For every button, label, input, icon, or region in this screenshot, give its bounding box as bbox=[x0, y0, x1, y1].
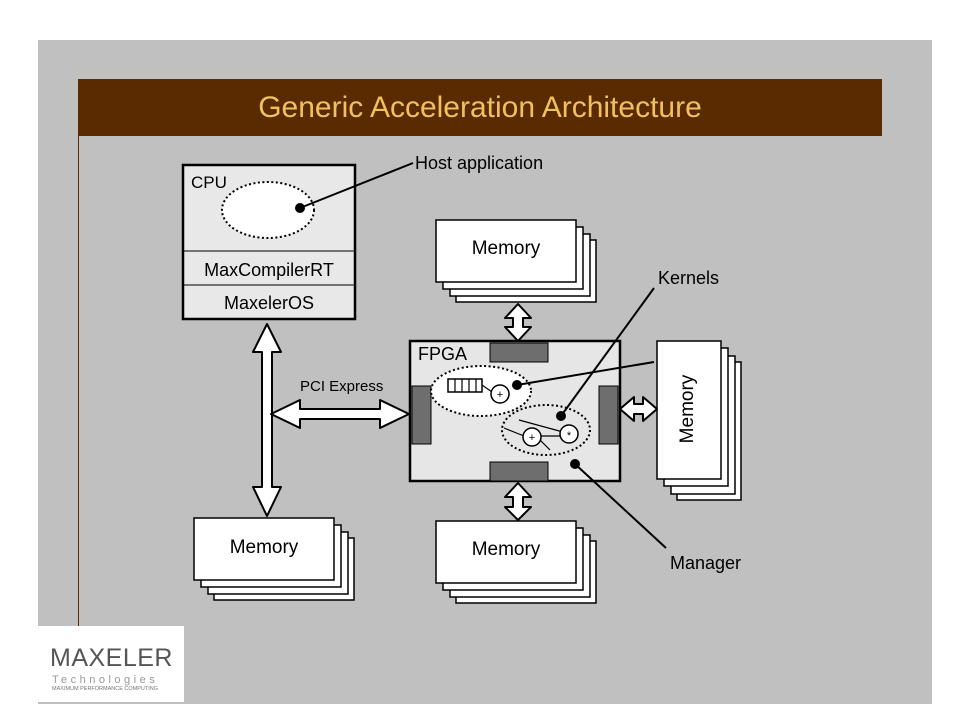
host-application-pointer bbox=[299, 162, 414, 209]
manager-pointer bbox=[574, 463, 667, 549]
fpga-bottom-memory-arrow bbox=[504, 482, 532, 521]
kernels-pointer-2 bbox=[560, 287, 655, 417]
slide-title: Generic Acceleration Architecture bbox=[258, 91, 702, 124]
host-application-label: Host application bbox=[415, 153, 543, 173]
fpga-top-memory-arrow bbox=[504, 303, 532, 342]
fpga-port-top bbox=[489, 342, 549, 363]
pci-express-arrow bbox=[270, 399, 410, 429]
adder-node-2-label: + bbox=[529, 432, 535, 444]
logo-name: MAXELER bbox=[50, 644, 173, 672]
memory-stack-top: Memory bbox=[435, 219, 597, 303]
logo-subtitle: Technologies bbox=[52, 674, 159, 686]
left-divider-line bbox=[78, 136, 79, 626]
kernel-1: + bbox=[430, 365, 532, 417]
cpu-label: CPU bbox=[191, 173, 227, 192]
maxeleros-label: MaxelerOS bbox=[224, 293, 314, 313]
memory-bottom-label: Memory bbox=[472, 539, 541, 560]
cpu-memory-arrow bbox=[252, 323, 282, 517]
kernel-buffer-icon bbox=[447, 378, 483, 393]
memory-stack-bottom: Memory bbox=[435, 520, 597, 604]
host-application-ellipse bbox=[221, 181, 315, 239]
fpga-port-right bbox=[598, 385, 619, 445]
title-bar: Generic Acceleration Architecture bbox=[78, 79, 882, 136]
memory-top-label: Memory bbox=[472, 238, 541, 259]
memory-left-label: Memory bbox=[230, 537, 299, 558]
memory-stack-right: Memory bbox=[656, 340, 742, 501]
logo-tagline: MAXIMUM PERFORMANCE COMPUTING bbox=[52, 686, 159, 692]
maxcompilerrt-label: MaxCompilerRT bbox=[204, 260, 334, 280]
fpga-port-left bbox=[411, 385, 432, 445]
pci-express-label: PCI Express bbox=[300, 378, 383, 395]
multiplier-node bbox=[559, 424, 579, 444]
manager-label: Manager bbox=[670, 553, 741, 573]
fpga-label: FPGA bbox=[418, 344, 467, 364]
maxeler-logo: MAXELER Technologies MAXIMUM PERFORMANCE… bbox=[38, 626, 184, 702]
fpga-block: FPGA + + * bbox=[408, 339, 622, 483]
fpga-port-bottom bbox=[489, 461, 549, 482]
fpga-right-memory-arrow bbox=[619, 396, 658, 422]
kernels-pointer-1 bbox=[516, 361, 655, 386]
kernel-2: + * bbox=[501, 404, 591, 456]
multiplier-node-label: * bbox=[567, 430, 572, 442]
adder-node-2 bbox=[522, 427, 542, 447]
adder-node-1-label: + bbox=[497, 389, 503, 401]
adder-node-1 bbox=[490, 384, 510, 404]
kernels-label: Kernels bbox=[658, 268, 719, 288]
memory-stack-left: Memory bbox=[193, 517, 355, 601]
cpu-block: CPU MaxCompilerRT MaxelerOS bbox=[181, 163, 357, 321]
memory-right-label: Memory bbox=[677, 374, 698, 443]
